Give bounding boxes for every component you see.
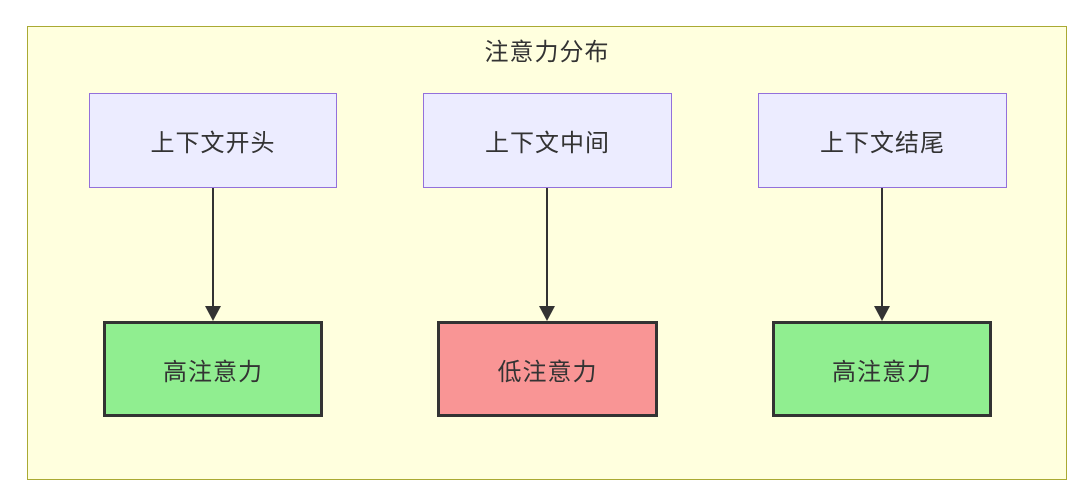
node-context-begin: 上下文开头 <box>89 93 337 188</box>
node-high-attention-right: 高注意力 <box>772 321 992 417</box>
arrow-line <box>881 188 883 308</box>
diagram-title: 注意力分布 <box>484 39 610 66</box>
node-context-middle: 上下文中间 <box>423 93 672 188</box>
node-low-attention-middle: 低注意力 <box>437 321 658 417</box>
node-high-attention-left: 高注意力 <box>103 321 323 417</box>
arrow-line <box>212 188 214 308</box>
arrow-head-icon <box>205 306 221 321</box>
node-context-end: 上下文结尾 <box>758 93 1007 188</box>
arrow-line <box>546 188 548 308</box>
arrow-head-icon <box>874 306 890 321</box>
arrow-head-icon <box>539 306 555 321</box>
